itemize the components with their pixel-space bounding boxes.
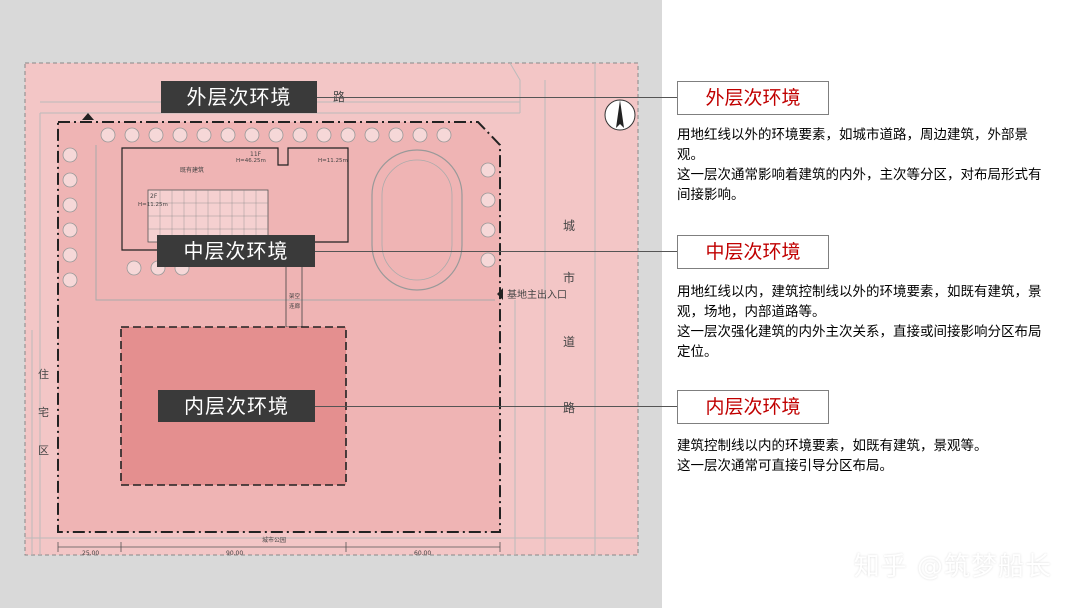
dimension-line [57,542,501,552]
main-entrance-arrow-icon [497,288,503,300]
existing-building-label: 既有建筑 [180,166,204,174]
north-arrow-icon [604,99,636,131]
road-top-label: 路 [333,89,345,104]
inner-connector-line [315,406,677,407]
middle-layer-description: 用地红线以内，建筑控制线以外的环境要素，如既有建筑，景观，场地，内部道路等。 这… [677,284,1042,360]
dimension-1-label: 25.00 [82,550,99,557]
bridge-label-1: 架空 [289,292,301,300]
building-2f-label: 2F [150,193,158,200]
main-entrance-label: 基地主出入口 [507,288,567,301]
bridge-label-2: 连廊 [289,302,301,310]
residential-char-1: 住 [38,367,49,381]
watermark: 知乎 @筑梦船长 [853,552,1052,582]
dimension-2-label: 90.00 [226,550,243,557]
inner-layer-title: 内层次环境 [677,390,829,424]
inner-layer-dark-label: 内层次环境 [158,390,315,422]
outer-layer-description: 用地红线以外的环境要素，如城市道路，周边建筑，外部景观。 这一层次通常影响着建筑… [677,127,1042,203]
city-road-char-2: 市 [563,270,575,285]
outer-layer-dark-label: 外层次环境 [161,81,317,113]
residential-char-3: 区 [38,444,49,457]
dimension-3-label: 60.00 [414,550,431,557]
city-road-char-4: 路 [563,400,575,415]
middle-layer-dark-label: 中层次环境 [157,235,315,267]
outer-connector-line [317,97,677,98]
bottom-park-label: 城市公园 [262,536,286,544]
building-11f-label: 11F [250,151,262,158]
site-plan-drawing: 路 城 市 道 路 住 宅 区 基地主出入口 既有建筑 2F 11F H=46.… [24,62,639,557]
city-road-char-1: 城 [563,219,575,233]
inner-layer-description: 建筑控制线以内的环境要素，如既有建筑，景观等。 这一层次通常可直接引导分区布局。 [677,438,988,474]
residential-char-2: 宅 [38,405,49,419]
middle-layer-title: 中层次环境 [677,235,829,269]
sports-track [371,149,463,291]
entrance-arrow-icon [82,113,94,120]
internal-road [95,145,495,301]
outer-layer-title: 外层次环境 [677,81,829,115]
height-b-label: H=11.25m [318,158,348,164]
height-a-label: H=46.25m [236,158,266,164]
height-c-label: H=11.25m [138,202,168,208]
middle-connector-line [315,251,677,252]
city-road-char-3: 道 [563,335,575,349]
